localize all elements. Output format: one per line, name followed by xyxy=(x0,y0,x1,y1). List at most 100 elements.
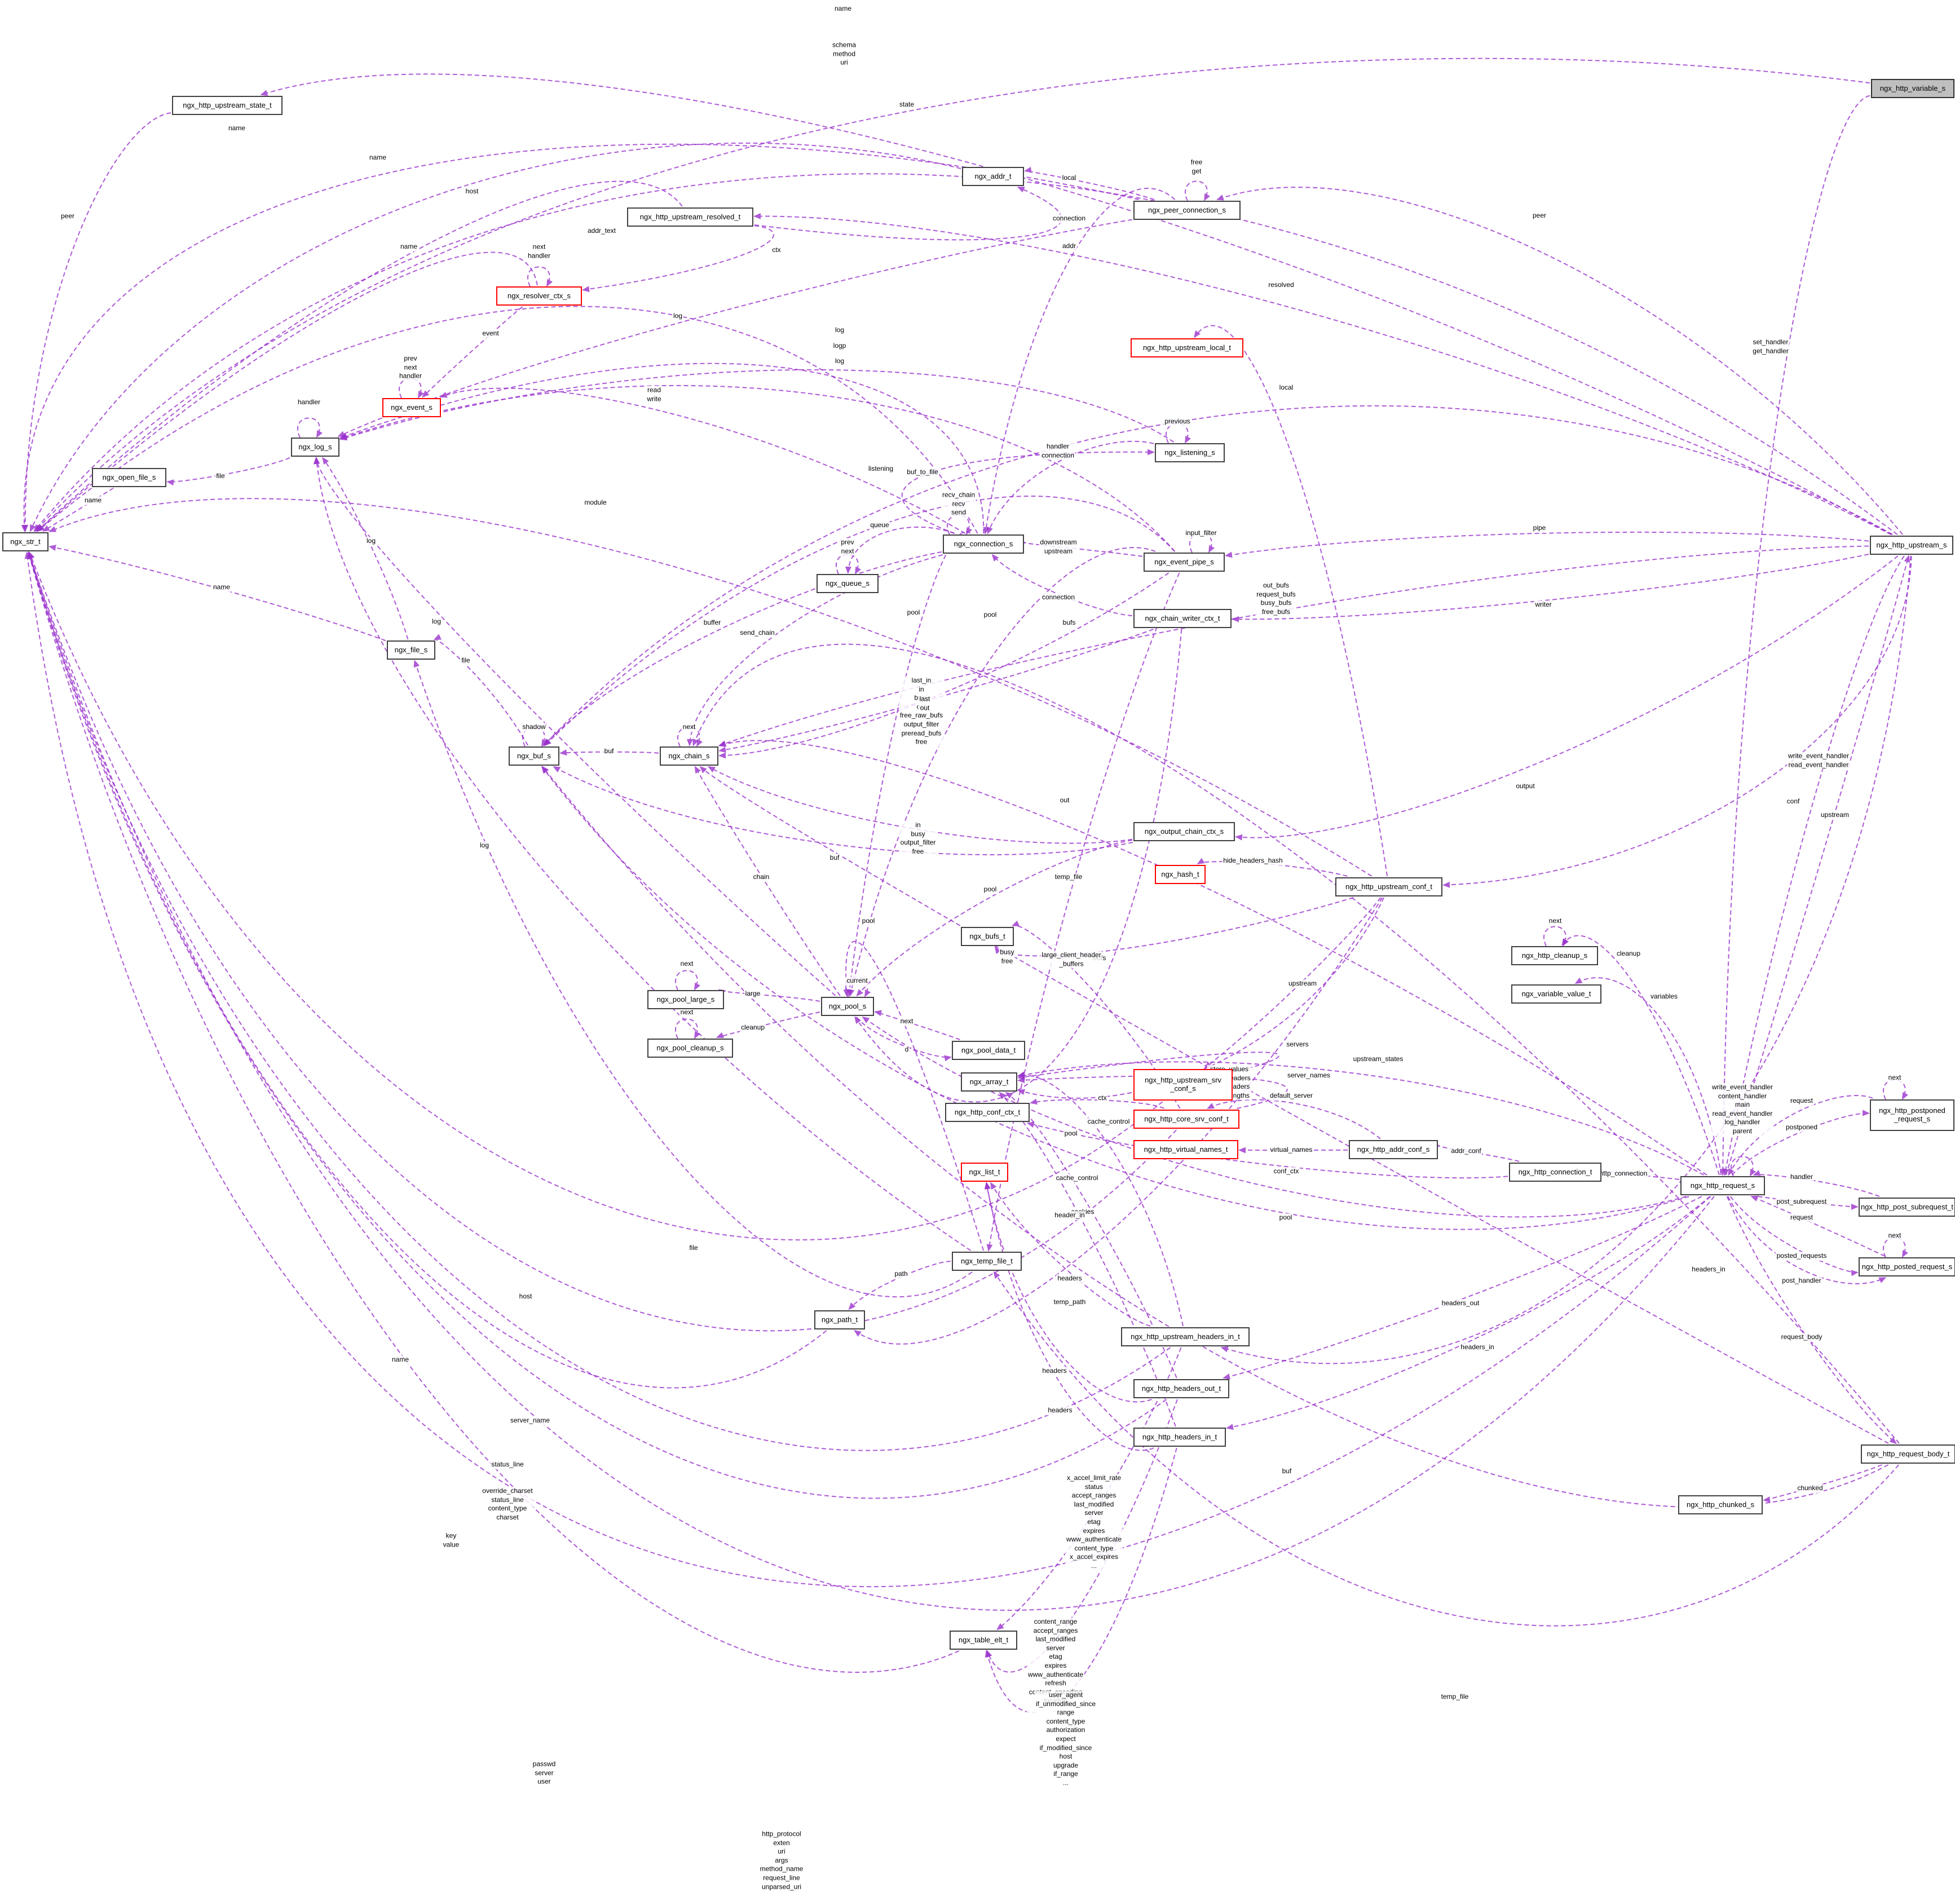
edge-ngx_http_headers_in_t-to-ngx_list_t xyxy=(984,1182,1154,1451)
node-ngx_pool_cleanup_s[interactable]: ngx_pool_cleanup_s xyxy=(647,1039,733,1058)
node-ngx_http_core_srv_conf_t[interactable]: ngx_http_core_srv_conf_t xyxy=(1133,1110,1239,1129)
node-ngx_http_postponed_request_s[interactable]: ngx_http_postponed _request_s xyxy=(1870,1099,1954,1131)
edge-label-connection: connection xyxy=(1051,214,1087,223)
node-ngx_http_chunked_s[interactable]: ngx_http_chunked_s xyxy=(1678,1495,1763,1514)
node-ngx_list_t[interactable]: ngx_list_t xyxy=(961,1163,1008,1182)
node-ngx_http_upstream_resolved_t[interactable]: ngx_http_upstream_resolved_t xyxy=(627,207,753,227)
edge-ngx_http_request_s-to-ngx_http_headers_out_t xyxy=(1223,1196,1702,1380)
edge-label-handler: handler xyxy=(296,398,322,407)
node-ngx_http_connection_t[interactable]: ngx_http_connection_t xyxy=(1509,1163,1601,1182)
edge-label-request_body: request_body xyxy=(1780,1333,1824,1342)
edge-ngx_temp_file_t-to-ngx_path_t xyxy=(848,1261,951,1310)
edge-ngx_http_request_body_t-to-ngx_chain_s xyxy=(692,643,1900,1444)
node-ngx_chain_s[interactable]: ngx_chain_s xyxy=(660,746,718,766)
node-ngx_http_headers_in_t[interactable]: ngx_http_headers_in_t xyxy=(1133,1428,1226,1447)
edge-ngx_chain_s-to-ngx_buf_s xyxy=(559,749,659,756)
edge-ngx_http_headers_out_t-to-ngx_str_t xyxy=(27,551,1167,1499)
node-ngx_http_addr_conf_s[interactable]: ngx_http_addr_conf_s xyxy=(1349,1140,1438,1159)
edge-ngx_listening_s-to-ngx_log_s xyxy=(339,369,1175,443)
node-ngx_connection_s[interactable]: ngx_connection_s xyxy=(943,534,1024,554)
edge-ngx_pool_s-to-ngx_pool_cleanup_s xyxy=(716,1011,820,1039)
edge-ngx_http_addr_conf_s-to-ngx_http_core_srv_conf_t xyxy=(1207,1099,1381,1139)
node-ngx_http_headers_out_t[interactable]: ngx_http_headers_out_t xyxy=(1133,1379,1229,1398)
edge-label-headers: headers xyxy=(1047,1406,1074,1415)
node-ngx_log_s[interactable]: ngx_log_s xyxy=(291,438,339,457)
node-ngx_buf_s[interactable]: ngx_buf_s xyxy=(509,746,559,766)
node-ngx_http_posted_request_s[interactable]: ngx_http_posted_request_s xyxy=(1859,1257,1955,1276)
edge-label-in: in busy output_filter free xyxy=(899,820,937,856)
edge-label-local: local xyxy=(1278,383,1295,392)
node-ngx_queue_s[interactable]: ngx_queue_s xyxy=(817,574,879,593)
edge-label-next: next xyxy=(1547,917,1563,926)
edge-label-passwd: passwd server user xyxy=(531,1760,557,1787)
node-ngx_http_upstream_srv_conf_s[interactable]: ngx_http_upstream_srv _conf_s xyxy=(1133,1069,1233,1101)
node-ngx_http_upstream_headers_in_t[interactable]: ngx_http_upstream_headers_in_t xyxy=(1121,1327,1250,1346)
edge-label-previous: previous xyxy=(1163,417,1191,426)
node-ngx_file_s[interactable]: ngx_file_s xyxy=(387,640,435,660)
node-ngx_http_request_s[interactable]: ngx_http_request_s xyxy=(1680,1176,1765,1195)
edge-label-name: name xyxy=(211,583,232,592)
edge-label-queue: queue xyxy=(869,521,890,530)
node-ngx_http_request_body_t[interactable]: ngx_http_request_body_t xyxy=(1861,1444,1955,1464)
edge-ngx_chain_writer_ctx_t-to-ngx_pool_s xyxy=(854,629,1182,1103)
node-ngx_pool_data_t[interactable]: ngx_pool_data_t xyxy=(952,1041,1025,1060)
node-ngx_pool_s[interactable]: ngx_pool_s xyxy=(821,997,874,1016)
edge-ngx_listening_s-to-ngx_connection_s xyxy=(987,440,1154,534)
node-ngx_hash_t[interactable]: ngx_hash_t xyxy=(1155,865,1206,884)
edge-ngx_http_upstream_headers_in_t-to-ngx_str_t xyxy=(27,551,1171,1451)
edge-label-ctx: ctx xyxy=(771,246,782,255)
node-ngx_table_elt_t[interactable]: ngx_table_elt_t xyxy=(950,1631,1017,1650)
edge-ngx_http_upstream_conf_t-to-ngx_array_t xyxy=(1017,897,1384,1099)
node-ngx_event_pipe_s[interactable]: ngx_event_pipe_s xyxy=(1144,553,1225,572)
node-ngx_peer_connection_s[interactable]: ngx_peer_connection_s xyxy=(1133,201,1241,220)
edge-ngx_http_request_body_t-to-ngx_buf_s xyxy=(541,766,1889,1508)
node-ngx_bufs_t[interactable]: ngx_bufs_t xyxy=(961,927,1014,946)
node-ngx_open_file_s[interactable]: ngx_open_file_s xyxy=(92,468,166,487)
node-ngx_http_upstream_s[interactable]: ngx_http_upstream_s xyxy=(1870,536,1953,555)
node-ngx_array_t[interactable]: ngx_array_t xyxy=(961,1072,1017,1092)
edge-label-postponed: postponed xyxy=(1784,1123,1819,1132)
edge-ngx_http_headers_out_t-to-ngx_list_t xyxy=(984,1182,1152,1403)
edge-label-file: file xyxy=(460,656,471,665)
node-ngx_http_variable_s[interactable]: ngx_http_variable_s xyxy=(1871,79,1954,98)
edge-label-request: request xyxy=(1789,1097,1815,1106)
node-ngx_chain_writer_ctx_t[interactable]: ngx_chain_writer_ctx_t xyxy=(1133,609,1232,628)
node-ngx_http_cleanup_s[interactable]: ngx_http_cleanup_s xyxy=(1511,946,1598,965)
node-ngx_listening_s[interactable]: ngx_listening_s xyxy=(1155,443,1225,462)
node-ngx_addr_t[interactable]: ngx_addr_t xyxy=(962,167,1024,186)
node-ngx_resolver_ctx_s[interactable]: ngx_resolver_ctx_s xyxy=(496,286,582,306)
node-ngx_http_upstream_state_t[interactable]: ngx_http_upstream_state_t xyxy=(172,96,283,115)
edge-ngx_event_pipe_s-to-ngx_buf_s xyxy=(544,496,1175,746)
edge-ngx_pool_s-to-ngx_pool_large_s xyxy=(718,989,820,1002)
edge-ngx_http_upstream_s-to-ngx_event_pipe_s xyxy=(1225,531,1869,558)
edge-label-logp: logp xyxy=(832,342,848,351)
node-ngx_temp_file_t[interactable]: ngx_temp_file_t xyxy=(952,1252,1022,1271)
node-ngx_str_t[interactable]: ngx_str_t xyxy=(2,532,48,551)
node-ngx_event_s[interactable]: ngx_event_s xyxy=(382,398,441,417)
edge-label-pipe: pipe xyxy=(1532,524,1547,533)
edge-label-post_handler: post_handler xyxy=(1781,1276,1822,1285)
edge-label-out: out xyxy=(1058,796,1071,805)
node-ngx_pool_large_s[interactable]: ngx_pool_large_s xyxy=(647,990,724,1009)
edge-label-cleanup: cleanup xyxy=(739,1023,766,1032)
edge-ngx_pool_s-to-ngx_pool_data_t xyxy=(856,1017,952,1062)
node-ngx_http_upstream_local_t[interactable]: ngx_http_upstream_local_t xyxy=(1131,338,1243,357)
edge-label-headers_out: headers_out xyxy=(1440,1299,1481,1308)
node-ngx_output_chain_ctx_s[interactable]: ngx_output_chain_ctx_s xyxy=(1133,822,1235,841)
edge-ngx_log_s-to-ngx_log_s xyxy=(297,417,323,438)
edge-label-upstream: upstream xyxy=(1819,811,1851,820)
edge-ngx_http_upstream_conf_t-to-ngx_path_t xyxy=(854,897,1383,1345)
node-ngx_path_t[interactable]: ngx_path_t xyxy=(814,1310,865,1329)
node-ngx_variable_value_t[interactable]: ngx_variable_value_t xyxy=(1511,984,1601,1004)
edge-ngx_http_connection_t-to-ngx_http_conf_ctx_t xyxy=(1026,1121,1508,1179)
node-ngx_http_upstream_conf_t[interactable]: ngx_http_upstream_conf_t xyxy=(1335,877,1442,896)
edge-label-addr_conf: addr_conf xyxy=(1450,1147,1482,1156)
edge-ngx_resolver_ctx_s-to-ngx_event_s xyxy=(422,306,523,398)
edge-label-addr_text: addr_text xyxy=(586,227,617,236)
edge-ngx_http_request_s-to-ngx_str_t xyxy=(28,551,1715,1611)
edge-ngx_http_upstream_s-to-ngx_http_upstream_conf_t xyxy=(1442,555,1912,888)
node-ngx_http_conf_ctx_t[interactable]: ngx_http_conf_ctx_t xyxy=(945,1103,1030,1122)
node-ngx_http_virtual_names_t[interactable]: ngx_http_virtual_names_t xyxy=(1133,1140,1238,1159)
edge-ngx_http_core_srv_conf_t-to-ngx_http_conf_ctx_t xyxy=(1030,1098,1164,1109)
node-ngx_http_post_subrequest_t[interactable]: ngx_http_post_subrequest_t xyxy=(1859,1198,1955,1217)
